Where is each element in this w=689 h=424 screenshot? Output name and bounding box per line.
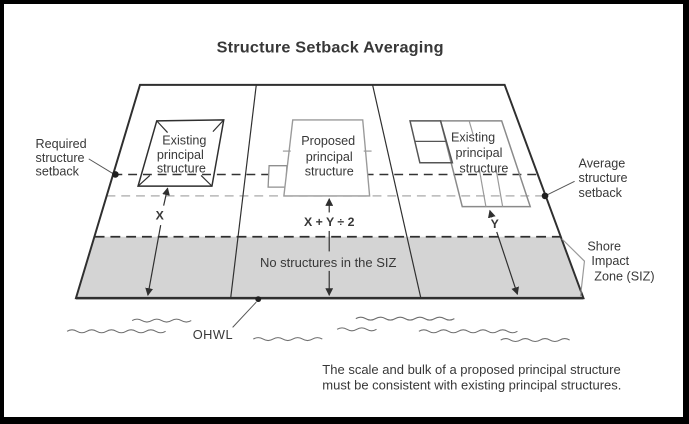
setback-diagram: Structure Setback Averaging — [36, 39, 655, 393]
right-structure-label: Existing — [451, 130, 495, 144]
svg-text:must be consistent with existi: must be consistent with existing princip… — [322, 378, 621, 393]
svg-text:Average: Average — [579, 157, 626, 171]
right-structure-label: structure — [459, 162, 508, 176]
setback-point-dot — [112, 171, 119, 178]
proposed-structure-annex — [267, 165, 288, 188]
svg-text:Zone (SIZ): Zone (SIZ) — [594, 270, 654, 284]
x-setback-arrow — [145, 187, 170, 297]
right-structure-annex — [409, 120, 454, 164]
svg-text:The scale and bulk of a propos: The scale and bulk of a proposed princip… — [322, 362, 620, 377]
svg-text:Impact: Impact — [591, 254, 629, 268]
average-formula-label: X + Y ÷ 2 — [304, 215, 355, 229]
svg-text:structure: structure — [36, 151, 85, 165]
average-setback-label: Average structure setback — [541, 157, 628, 200]
proposed-structure: Proposed principal structure — [267, 119, 372, 197]
corner-mark-icon — [200, 175, 213, 187]
setback-point-dot — [541, 192, 549, 200]
proposed-structure-label: Proposed — [301, 134, 355, 148]
bracket-leader — [561, 238, 586, 297]
water-waves-icon — [66, 316, 570, 343]
svg-text:OHWL: OHWL — [193, 327, 233, 342]
corner-mark-icon — [212, 119, 225, 132]
svg-text:Required: Required — [36, 137, 87, 151]
diagram-canvas: Structure Setback Averaging — [4, 4, 683, 417]
shore-impact-zone — [76, 236, 584, 299]
left-structure-label: principal — [157, 148, 204, 162]
page-title: Structure Setback Averaging — [217, 39, 444, 57]
right-structure-label: principal — [456, 146, 503, 160]
caption: The scale and bulk of a proposed princip… — [322, 362, 621, 392]
siz-note: No structures in the SIZ — [260, 255, 397, 270]
right-existing-structure: Existing principal structure — [409, 120, 532, 208]
proposed-structure-label: structure — [305, 164, 354, 178]
corner-mark-icon — [137, 175, 151, 187]
left-structure-label: Existing — [162, 133, 206, 147]
ohwl-point-dot — [255, 296, 262, 303]
svg-text:setback: setback — [36, 164, 80, 178]
lot-line-right — [371, 84, 422, 299]
y-setback-arrow — [488, 209, 519, 296]
lot-line-left — [230, 84, 257, 299]
ohwl-label: OHWL — [193, 296, 262, 342]
left-structure-label: structure — [157, 162, 206, 176]
required-setback-label: Required structure setback — [36, 137, 119, 178]
shore-impact-zone-label: Shore Impact Zone (SIZ) — [561, 238, 655, 297]
leader-line — [546, 180, 575, 196]
svg-text:setback: setback — [579, 186, 623, 200]
corner-mark-icon — [156, 120, 169, 133]
leader-line — [88, 158, 115, 175]
left-existing-structure: Existing principal structure — [137, 119, 225, 187]
svg-text:Shore: Shore — [587, 240, 621, 254]
leader-line — [232, 301, 257, 328]
proposed-structure-label: principal — [306, 150, 353, 164]
svg-text:structure: structure — [579, 171, 628, 185]
y-setback-label: Y — [491, 217, 499, 231]
x-setback-label: X — [156, 208, 165, 222]
